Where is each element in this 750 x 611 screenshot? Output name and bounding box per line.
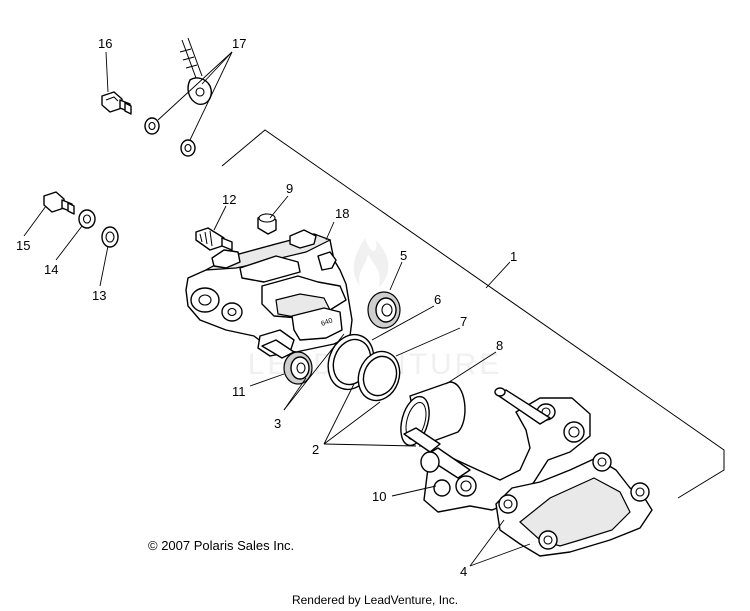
caliper-body-part: 640 (185, 229, 353, 357)
dust-seal-part (357, 350, 401, 402)
callout-4: 4 (460, 564, 467, 579)
callout-5: 5 (400, 248, 407, 263)
bleeder-screw-part (195, 227, 233, 251)
callout-3: 3 (274, 416, 281, 431)
callout-15: 15 (16, 238, 30, 253)
callout-12: 12 (222, 192, 236, 207)
pin-boot-part (261, 339, 313, 385)
callout-16: 16 (98, 36, 112, 51)
leader-lines (23, 51, 531, 567)
copyright-text: © 2007 Polaris Sales Inc. (148, 538, 294, 553)
callout-11: 11 (232, 384, 246, 399)
footer-text: Rendered by LeadVenture, Inc. (292, 593, 458, 607)
bolt-part (101, 91, 132, 115)
svg-text:640: 640 (320, 317, 333, 328)
seal-ring-part (367, 291, 401, 329)
brake-line-part (179, 37, 212, 105)
callout-17: 17 (232, 36, 246, 51)
slide-pin-part (403, 387, 551, 479)
callout-1: 1 (510, 249, 517, 264)
callout-2: 2 (312, 442, 319, 457)
washer-part-2 (78, 209, 119, 248)
callouts: 16 17 9 12 18 15 14 13 1 5 6 7 8 11 3 2 … (16, 36, 517, 579)
washer-part (144, 117, 196, 157)
watermark-flame-icon (353, 238, 389, 288)
callout-14: 14 (44, 262, 58, 277)
bleeder-cap-part (257, 213, 277, 235)
callout-8: 8 (496, 338, 503, 353)
assembly-bracket (221, 129, 725, 499)
bolt-part-2 (43, 191, 75, 215)
callout-18: 18 (335, 206, 349, 221)
brake-pad-part (495, 452, 653, 557)
callout-6: 6 (434, 292, 441, 307)
callout-7: 7 (460, 314, 467, 329)
callout-13: 13 (92, 288, 106, 303)
callout-9: 9 (286, 181, 293, 196)
callout-10: 10 (372, 489, 386, 504)
